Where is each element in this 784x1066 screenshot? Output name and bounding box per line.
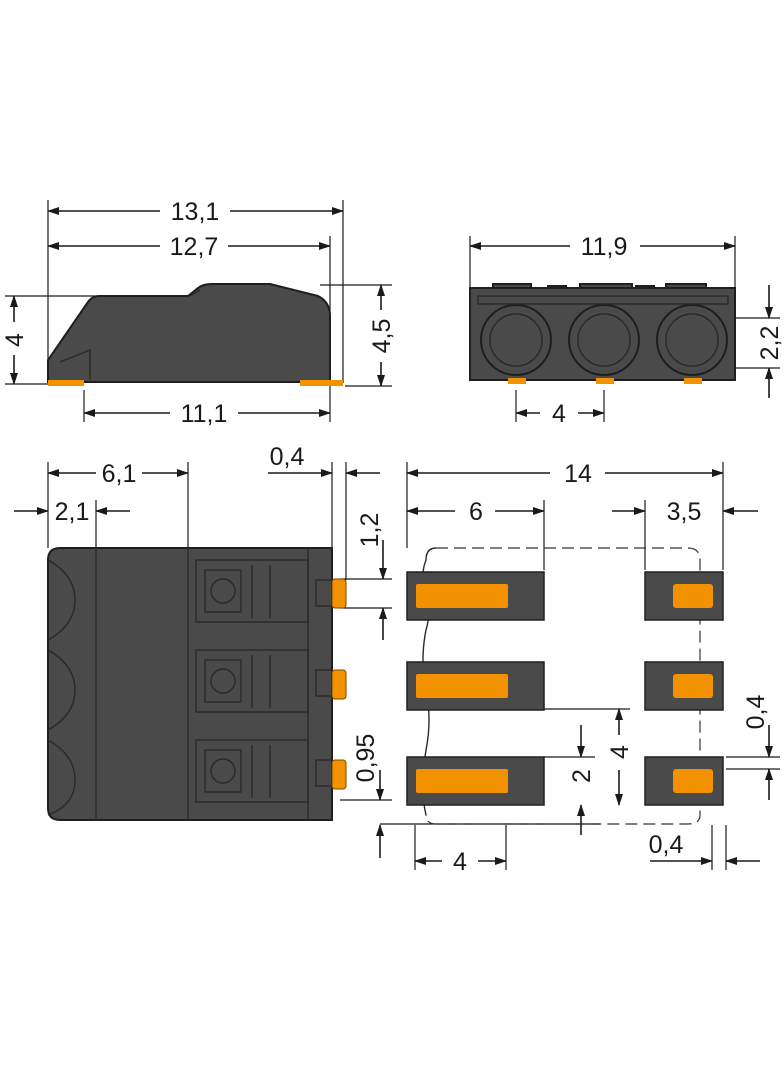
top-housing bbox=[47, 547, 333, 821]
top-view: 6,1 2,1 0,4 1,2 0,95 bbox=[14, 443, 392, 858]
dim-fp-2: 2 bbox=[568, 769, 596, 783]
dim-front-4: 4 bbox=[552, 400, 566, 428]
side-view: 13,1 12,7 11,1 4 4,5 bbox=[1, 198, 396, 428]
dim-side-12-7: 12,7 bbox=[170, 233, 219, 261]
dim-top-1-2: 1,2 bbox=[356, 513, 384, 548]
dim-fp-4-vertical: 4 bbox=[606, 745, 634, 759]
clamp-unit-3 bbox=[195, 739, 309, 803]
front-view: 11,9 4 2,2 bbox=[469, 233, 784, 428]
clamp-unit-2 bbox=[195, 649, 309, 713]
clamp-unit-1 bbox=[195, 559, 309, 623]
dim-fp-3-5: 3,5 bbox=[667, 498, 702, 526]
dim-top-0-4: 0,4 bbox=[270, 443, 305, 471]
pin-contact-2 bbox=[331, 669, 347, 700]
dim-fp-6: 6 bbox=[469, 498, 483, 526]
dim-fp-14: 14 bbox=[564, 460, 592, 488]
side-contact-left bbox=[48, 380, 84, 386]
dim-fp-0-4-vertical: 0,4 bbox=[742, 695, 770, 730]
side-housing bbox=[47, 283, 331, 383]
wire-entry-1 bbox=[480, 304, 552, 376]
dim-front-2-2: 2,2 bbox=[756, 326, 784, 361]
pin-contact-3 bbox=[331, 759, 347, 790]
side-contact-right bbox=[300, 380, 343, 386]
pin-contact-1 bbox=[331, 578, 347, 609]
dim-top-0-95: 0,95 bbox=[352, 734, 380, 783]
wire-entry-2 bbox=[568, 304, 640, 376]
dim-side-4: 4 bbox=[1, 333, 29, 347]
dim-top-2-1: 2,1 bbox=[55, 498, 90, 526]
dim-fp-0-4-bottom: 0,4 bbox=[649, 831, 684, 859]
dim-fp-4-horizontal: 4 bbox=[453, 848, 467, 876]
dim-side-13-1: 13,1 bbox=[171, 198, 220, 226]
dim-side-4-5: 4,5 bbox=[368, 319, 396, 354]
dim-front-11-9: 11,9 bbox=[581, 233, 628, 261]
dim-side-11-1: 11,1 bbox=[181, 400, 228, 428]
wire-entry-3 bbox=[656, 304, 728, 376]
footprint-view: 14 6 3,5 0,4 4 2 4 0,4 bbox=[380, 460, 780, 876]
dim-top-6-1: 6,1 bbox=[102, 460, 137, 488]
